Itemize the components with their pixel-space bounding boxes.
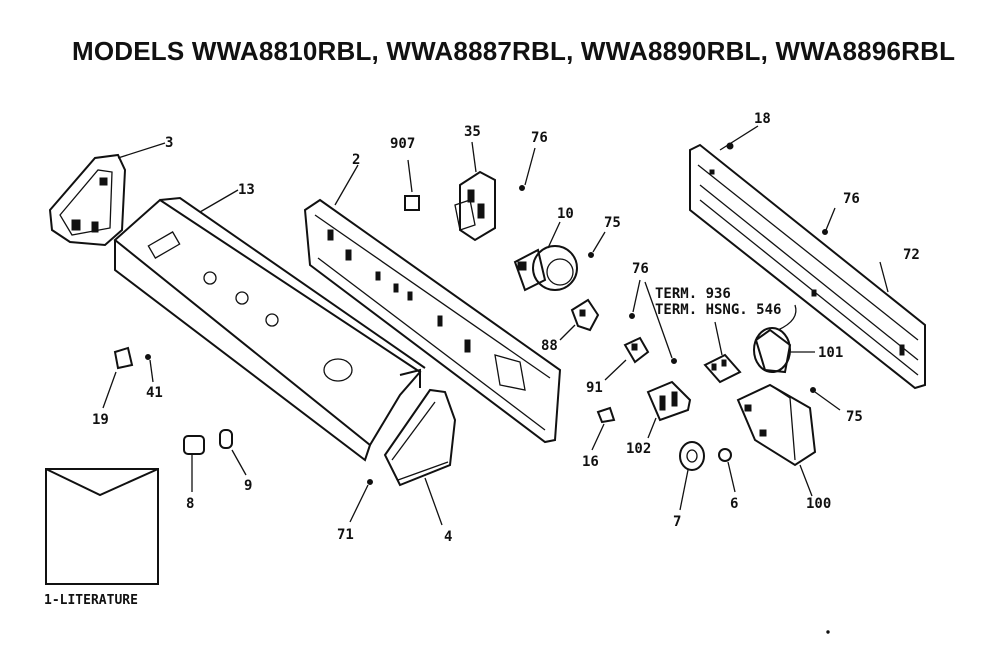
screw-75-b [810,387,841,411]
screw-76-a [519,147,536,191]
label-part-19: 19 [92,412,109,428]
label-part-3: 3 [165,135,174,151]
label-part-35: 35 [464,124,481,140]
label-part-8: 8 [186,496,195,512]
part-7-knob [679,441,705,511]
label-literature: 1-LITERATURE [44,593,138,608]
part-101-motor [753,304,815,374]
screw-71 [349,479,373,523]
label-part-102: 102 [626,441,652,457]
label-part-101: 101 [818,345,844,361]
label-part-41: 41 [146,385,163,401]
part-9-button [219,429,247,476]
label-part-6: 6 [730,496,739,512]
terminal-housing-546 [703,321,742,384]
part-10-timer [513,221,578,292]
label-part-88: 88 [541,338,558,354]
label-part-75-a: 75 [604,215,621,231]
label-part-13: 13 [238,182,255,198]
label-part-10: 10 [557,206,574,222]
part-2-control-bracket [303,164,562,444]
label-part-75-b: 75 [846,409,863,425]
label-part-907: 907 [390,136,416,152]
part-4-end-housing [383,388,457,526]
part-13-console [113,189,426,462]
part-6-nut [718,448,736,493]
part-88 [559,298,600,341]
label-part-100: 100 [806,496,832,512]
label-part-2: 2 [352,152,361,168]
label-part-18: 18 [754,111,771,127]
part-8-knob [183,435,205,492]
label-part-4: 4 [444,529,453,545]
label-part-91: 91 [586,380,603,396]
literature-envelope [45,468,159,585]
part-41 [145,354,154,383]
label-part-76-c: 76 [843,191,860,207]
label-part-76-b: 76 [632,261,649,277]
part-91 [604,336,650,381]
page-title: MODELS WWA8810RBL, WWA8887RBL, WWA8890RB… [72,36,956,66]
part-19 [102,346,134,409]
part-16 [591,406,616,451]
part-72-rear-panel [689,143,926,390]
label-part-72: 72 [903,247,920,263]
screw-18 [719,125,759,151]
screw-76-b [629,279,677,364]
part-3-end-cap [48,142,166,247]
screw-75-a [588,231,606,258]
screw-76-c [822,207,836,235]
label-term-936: TERM. 936 [655,286,731,302]
label-term-housing: TERM. HSNG. 546 [655,302,782,318]
part-100-timer-motor [736,383,817,497]
label-part-16: 16 [582,454,599,470]
part-35-switch [454,141,496,242]
label-part-76-a: 76 [531,130,548,146]
part-907 [404,159,420,211]
label-part-7: 7 [673,514,682,530]
part-102-terminal [646,380,692,439]
label-part-71: 71 [337,527,354,543]
label-part-9: 9 [244,478,253,494]
